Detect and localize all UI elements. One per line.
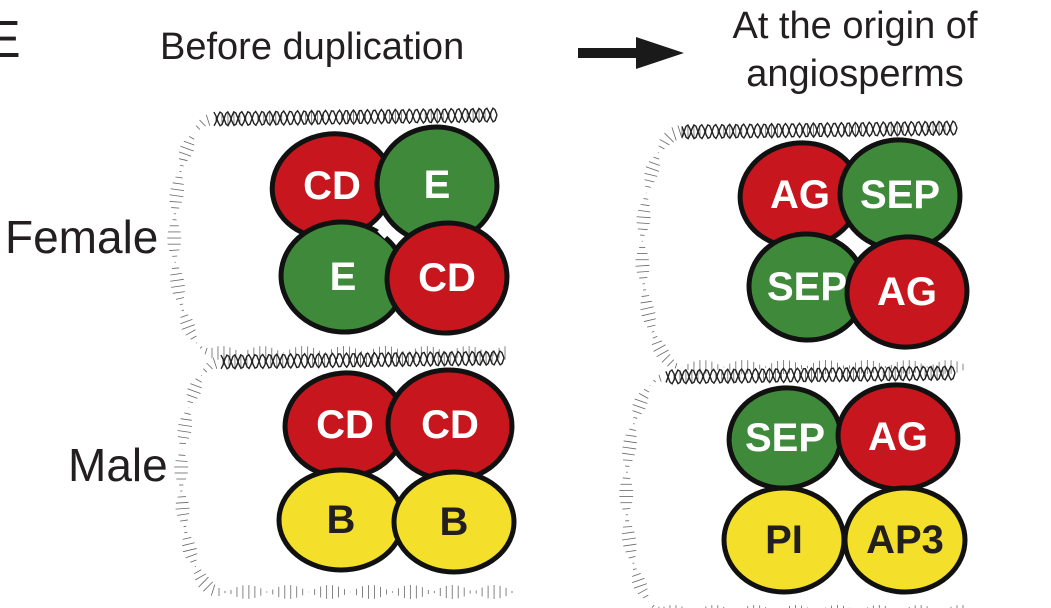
before-duplication-title: Before duplication bbox=[160, 26, 465, 68]
protein-label-cd: CD bbox=[418, 256, 476, 300]
panel-letter: E bbox=[0, 11, 21, 69]
protein-label-pi: PI bbox=[765, 518, 803, 562]
angiosperm-origin-title-line2: angiosperms bbox=[746, 53, 964, 95]
protein-label-sep: SEP bbox=[860, 173, 940, 217]
protein-b-3 bbox=[391, 469, 517, 575]
female-after-complex: AG SEP SEP AG bbox=[635, 120, 970, 374]
dna-helix-icon bbox=[635, 120, 964, 374]
female-row-label: Female bbox=[5, 211, 159, 263]
protein-label-cd: CD bbox=[303, 164, 361, 208]
protein-label-e: E bbox=[330, 255, 357, 299]
protein-cd-3 bbox=[384, 220, 510, 336]
protein-label-e: E bbox=[424, 163, 451, 207]
dna-helix-icon bbox=[174, 350, 513, 599]
angiosperm-origin-title: At the origin of angiosperms bbox=[690, 2, 1020, 98]
angiosperm-origin-title-line1: At the origin of bbox=[732, 5, 978, 47]
protein-ag-3 bbox=[844, 234, 970, 350]
protein-label-cd: CD bbox=[421, 403, 479, 447]
protein-label-ag: AG bbox=[877, 270, 937, 314]
protein-ap3-3 bbox=[842, 485, 968, 595]
protein-label-sep: SEP bbox=[745, 416, 825, 460]
male-after-complex: SEP AG PI AP3 bbox=[619, 365, 968, 608]
male-before-complex: CD CD B B bbox=[174, 350, 517, 599]
male-row-label: Male bbox=[68, 439, 168, 491]
protein-label-ag: AG bbox=[770, 173, 830, 217]
protein-label-ap3: AP3 bbox=[866, 518, 944, 562]
protein-label-b: B bbox=[327, 498, 356, 542]
protein-label-sep: SEP bbox=[767, 265, 847, 309]
protein-label-cd: CD bbox=[316, 403, 374, 447]
female-before-complex: CD E E CD bbox=[167, 107, 510, 360]
protein-label-b: B bbox=[440, 500, 469, 544]
protein-label-ag: AG bbox=[868, 415, 928, 459]
transition-arrow-icon bbox=[578, 37, 684, 69]
dna-helix-icon bbox=[619, 365, 964, 608]
